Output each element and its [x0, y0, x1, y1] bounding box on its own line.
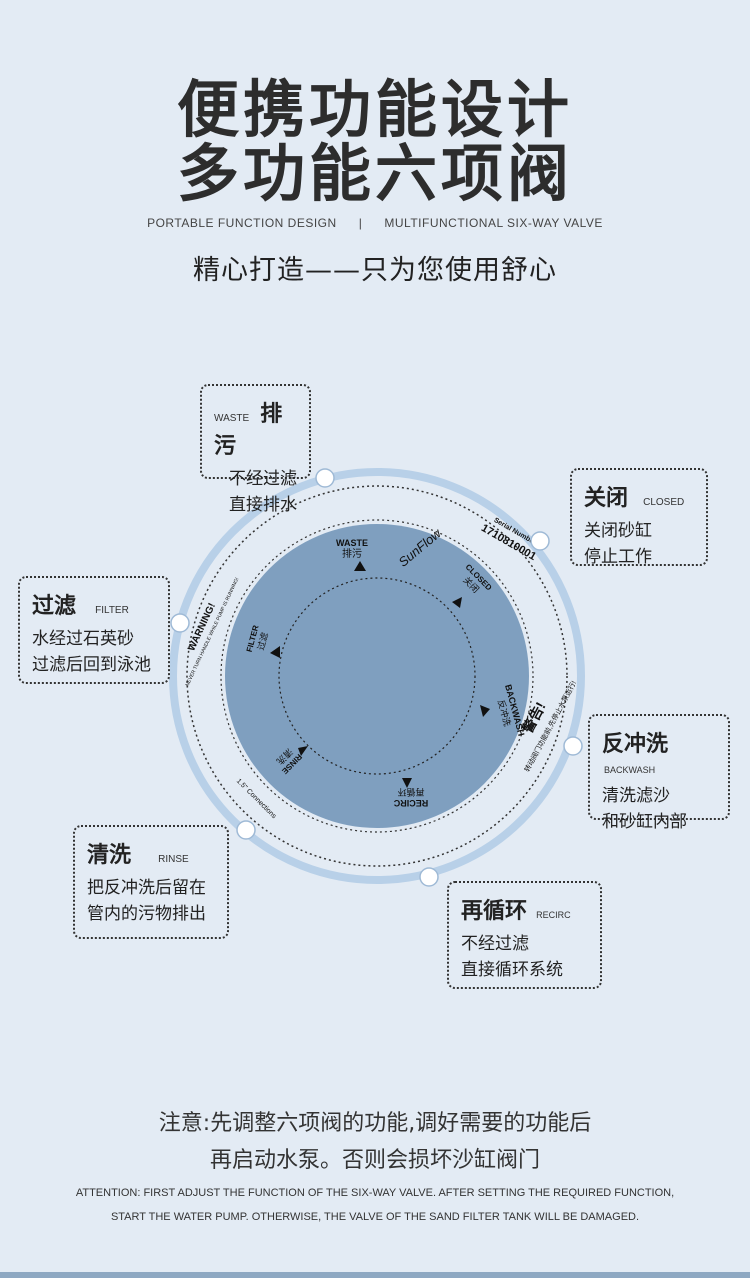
card-waste-line1: 不经过滤 [229, 469, 297, 489]
arrow-filter-icon [270, 646, 280, 658]
six-way-valve-diagram: WASTE 排污 CLOSED 关闭 BACKWASH 反冲洗 RECIRC 再… [169, 468, 585, 887]
note-en-line2: START THE WATER PUMP. OTHERWISE, THE VAL… [110, 1211, 640, 1223]
valve-label-recirc-en: RECIRC [393, 798, 428, 808]
subtitle-left: PORTABLE FUNCTION DESIGN [147, 216, 337, 230]
valve-label-waste: WASTE 排污 [336, 538, 368, 560]
card-recirc-line1: 不经过滤 [461, 934, 529, 954]
card-rinse-zh: 清洗 [87, 843, 132, 868]
card-backwash-line2: 和砂缸内部 [602, 812, 687, 832]
card-rinse: 清洗 RINSE 把反冲洗后留在 管内的污物排出 [73, 825, 229, 939]
valve-face [225, 524, 529, 828]
arrow-recirc-icon [402, 778, 412, 788]
card-closed-zh: 关闭 [584, 486, 629, 511]
card-filter-line1: 水经过石英砂 [32, 629, 134, 649]
card-backwash: 反冲洗 BACKWASH 清洗滤沙 和砂缸内部 [588, 714, 730, 832]
subtitle-separator: | [358, 216, 363, 230]
bottom-bar [0, 1272, 750, 1278]
card-backwash-en: BACKWASH [604, 765, 656, 775]
valve-label-filter-zh: 过滤 [255, 631, 270, 651]
valve-face-dotted-edge [220, 519, 534, 833]
card-waste: WASTE 排污 不经过滤 直接排水 [200, 384, 311, 515]
arrow-closed-icon [452, 597, 462, 608]
valve-lid-dotted-edge [186, 485, 568, 867]
card-backwash-zh: 反冲洗 [602, 732, 669, 757]
note-zh-line2: 再启动水泵。否则会损坏沙缸阀门 [209, 1148, 540, 1173]
card-waste-en: WASTE [214, 413, 250, 424]
arrow-rinse-icon [298, 746, 308, 756]
card-filter: 过滤 FILTER 水经过石英砂 过滤后回到泳池 [18, 576, 170, 684]
card-recirc-line2: 直接循环系统 [461, 960, 563, 980]
connector-dot-rinse [236, 820, 256, 840]
connector-dot-filter [170, 613, 190, 633]
card-closed: 关闭 CLOSED 关闭砂缸 停止工作 [570, 468, 708, 567]
slogan: 精心打造——只为您使用舒心 [193, 255, 557, 286]
card-recirc: 再循环 RECIRC 不经过滤 直接循环系统 [447, 881, 602, 989]
card-waste-line2: 直接排水 [229, 495, 297, 515]
card-filter-zh: 过滤 [32, 594, 77, 619]
card-backwash-line1: 清洗滤沙 [602, 786, 670, 806]
connector-dot-waste [315, 468, 335, 488]
card-recirc-zh: 再循环 [461, 899, 528, 924]
connector-dot-closed [530, 531, 550, 551]
card-closed-line1: 关闭砂缸 [584, 521, 652, 541]
valve-label-recirc: RECIRC 再循环 [393, 787, 428, 808]
card-waste-zh: 排污 [214, 402, 283, 459]
card-recirc-en: RECIRC [536, 910, 571, 920]
connector-dot-recirc [419, 867, 439, 887]
subtitle-english: PORTABLE FUNCTION DESIGN | MULTIFUNCTION… [0, 216, 750, 230]
note-en-line1: ATTENTION: FIRST ADJUST THE FUNCTION OF … [75, 1187, 675, 1199]
arrow-waste-icon [354, 561, 366, 571]
title-line-1: 便携功能设计 [176, 73, 573, 146]
card-filter-line2: 过滤后回到泳池 [32, 655, 151, 675]
valve-label-waste-en: WASTE [336, 538, 368, 548]
card-closed-line2: 停止工作 [584, 547, 652, 567]
card-rinse-line1: 把反冲洗后留在 [87, 878, 206, 898]
card-filter-en: FILTER [95, 605, 129, 616]
note-zh-line1: 注意:先调整六项阀的功能,调好需要的功能后 [158, 1111, 592, 1136]
outer-ring [169, 468, 585, 884]
title-line-2: 多功能六项阀 [176, 137, 573, 210]
connector-dot-backwash [563, 736, 583, 756]
valve-center-dotted [278, 577, 476, 775]
card-rinse-en: RINSE [158, 854, 189, 865]
valve-label-recirc-zh: 再循环 [397, 787, 424, 798]
subtitle-right: MULTIFUNCTIONAL SIX-WAY VALVE [384, 216, 603, 230]
valve-label-waste-zh: 排污 [342, 547, 362, 560]
arrow-backwash-icon [480, 705, 490, 717]
card-rinse-line2: 管内的污物排出 [87, 904, 206, 924]
card-closed-en: CLOSED [643, 497, 685, 508]
